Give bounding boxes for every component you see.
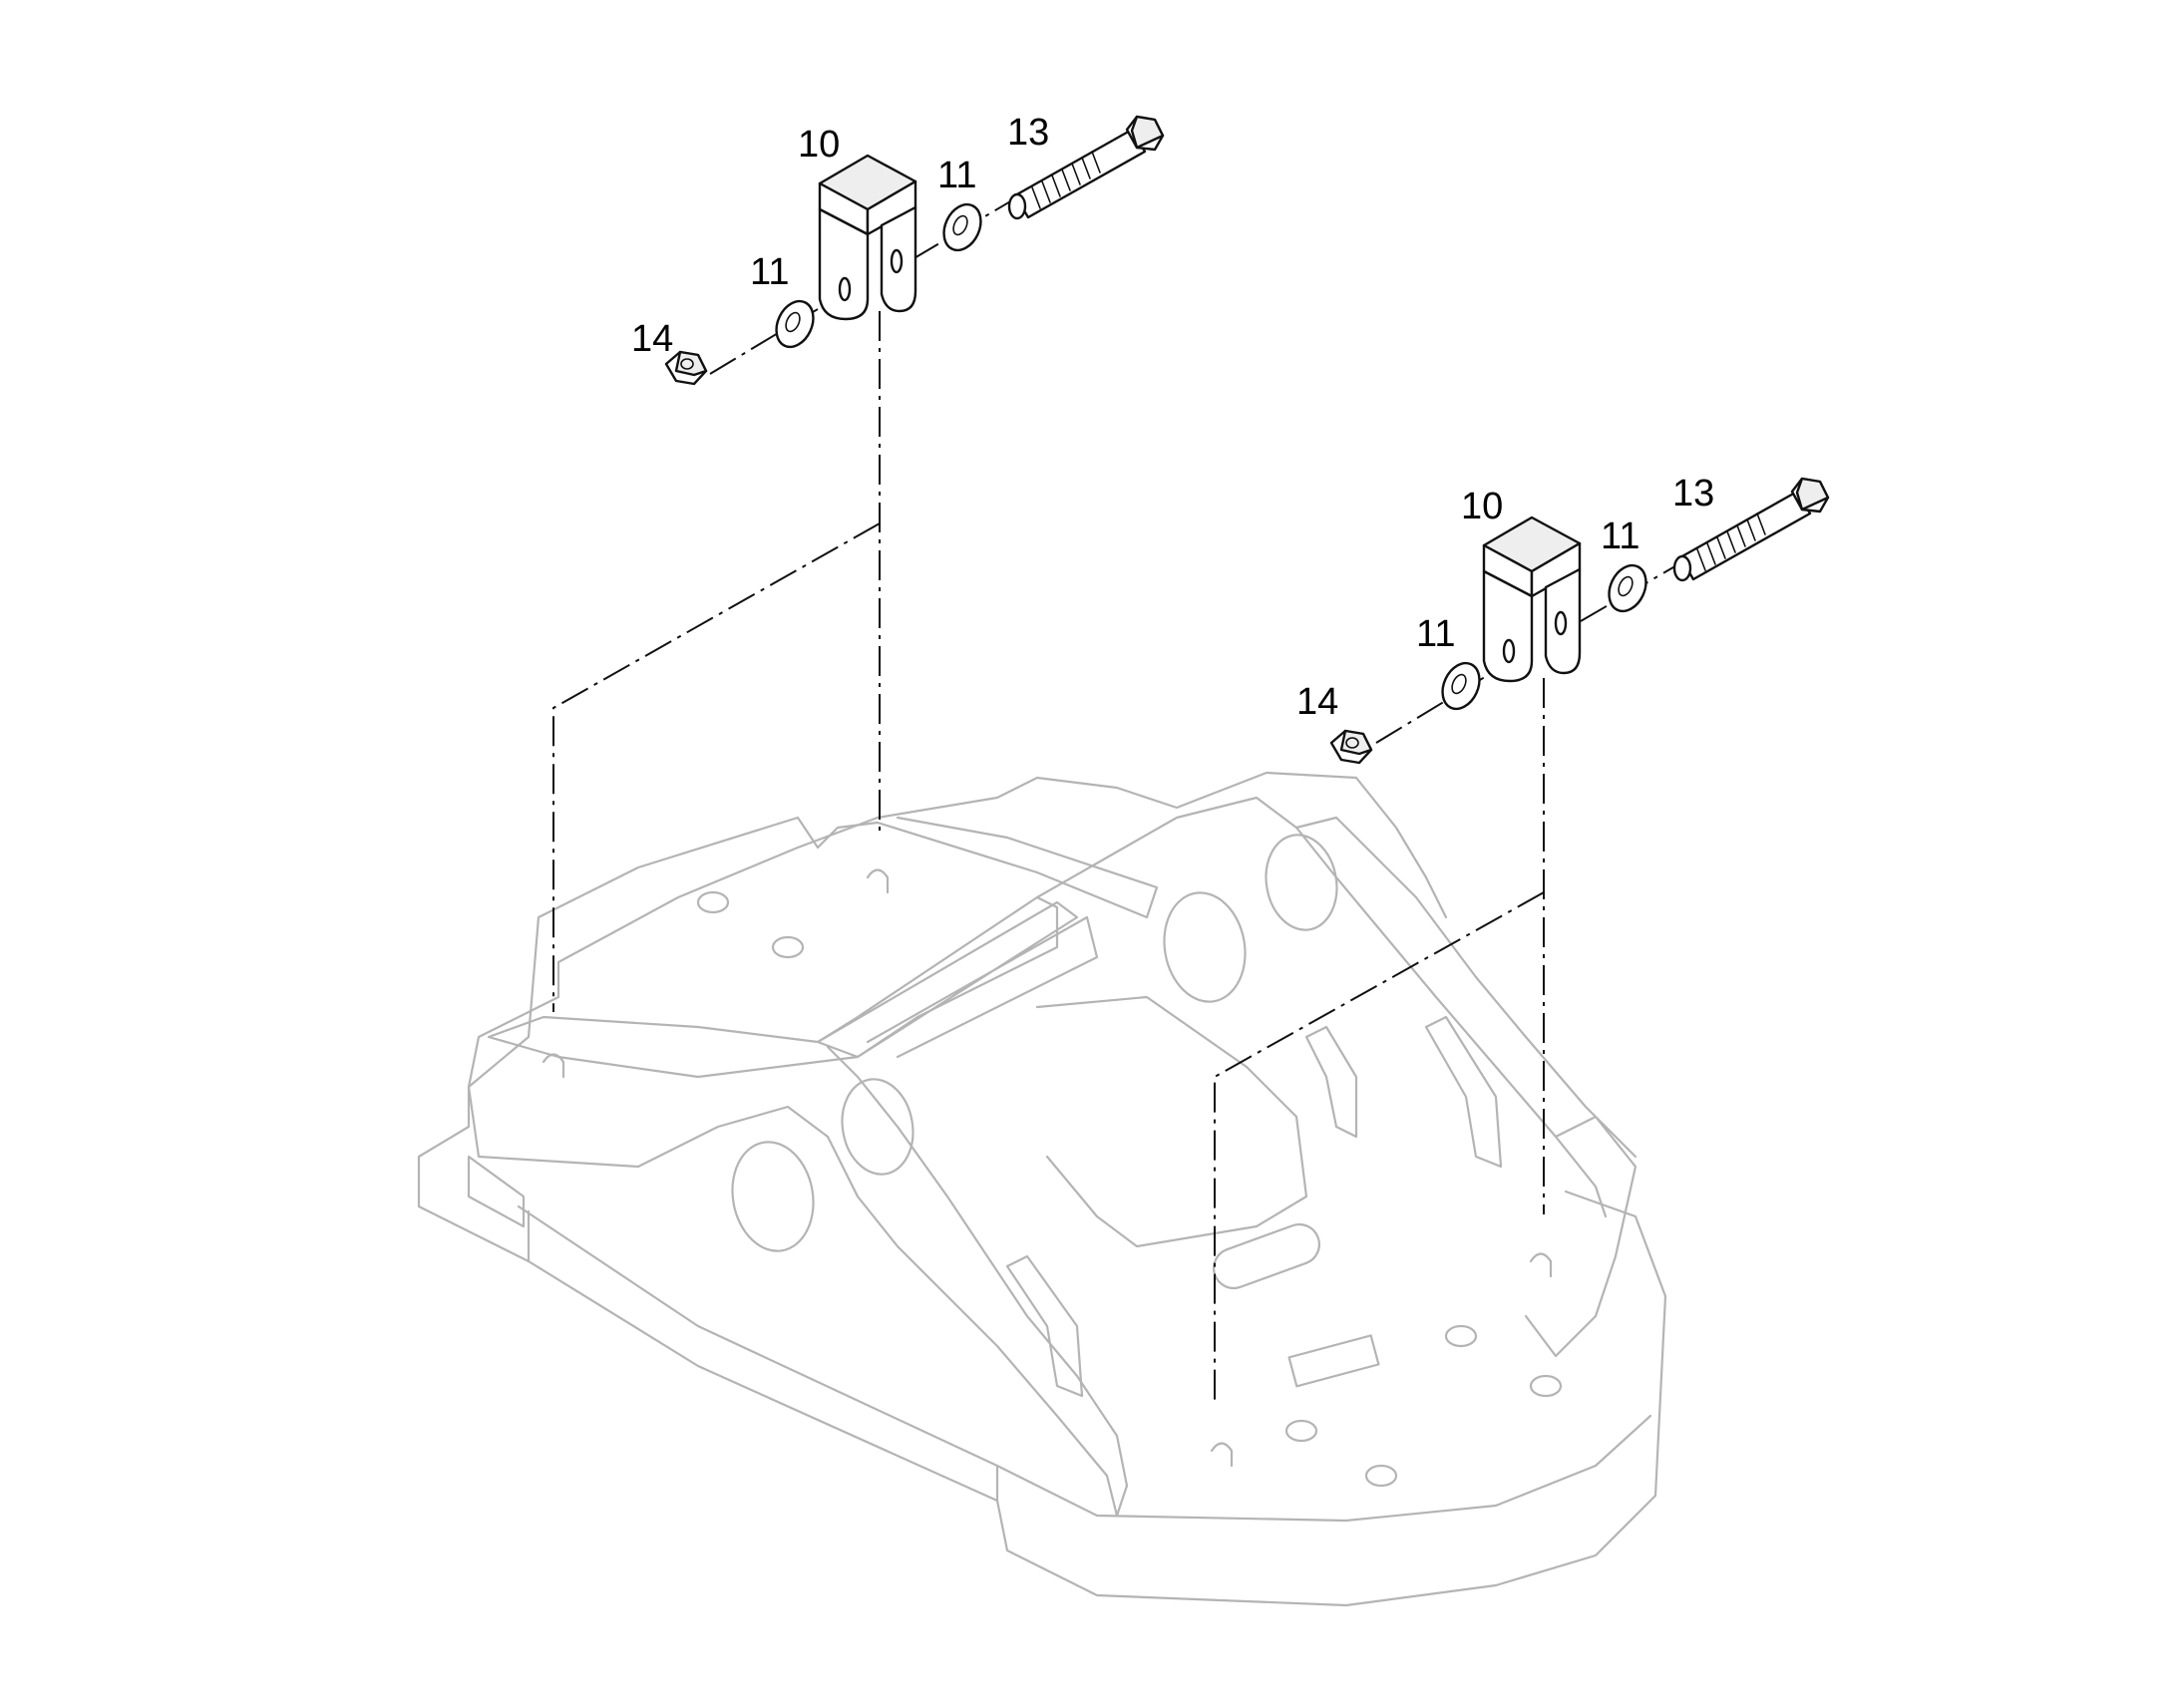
- callout-right-bolt: 13: [1672, 473, 1714, 514]
- frame-hole-6: [1364, 1464, 1398, 1488]
- frame-hole-4: [1529, 1374, 1563, 1398]
- frame-right-flange: [1524, 1115, 1637, 1358]
- right-hardware-group: [1329, 477, 1830, 765]
- frame-rear-rail: [816, 816, 1159, 919]
- frame-casting: [417, 771, 1667, 1607]
- frame-base-slab: [417, 816, 1667, 1607]
- leader-right-nut-axis: [1375, 662, 1509, 744]
- leader-left-diagonal: [552, 522, 881, 1012]
- frame-gusset-center: [1304, 1025, 1358, 1139]
- right-bracket: [1482, 515, 1582, 683]
- right-nut: [1329, 729, 1373, 765]
- frame-base-top-edge: [517, 1204, 1652, 1523]
- frame-left-foot: [467, 1155, 526, 1228]
- frame-hole-1: [696, 890, 730, 914]
- frame-left-rail: [487, 895, 1059, 1079]
- callout-right-bracket: 10: [1461, 486, 1503, 527]
- frame-tab-3: [1210, 1442, 1234, 1468]
- callout-right-washer-outer: 11: [1601, 515, 1639, 557]
- frame-hole-3: [1444, 1324, 1478, 1348]
- frame-tab-4: [1529, 1252, 1553, 1278]
- frame-upper-deck: [467, 771, 1448, 1089]
- frame-right-lug: [1035, 796, 1637, 1218]
- frame-inner-web: [1035, 995, 1308, 1248]
- frame-tab-2: [542, 1053, 565, 1079]
- frame-hole-2: [771, 935, 805, 959]
- frame-center-beam: [816, 900, 1099, 1059]
- callout-labels: 10 11 13 11 14 10 11 13 11 14: [631, 112, 1714, 723]
- assembly-center-lines: [552, 196, 1686, 1406]
- right-bolt: [1672, 477, 1830, 582]
- callout-left-bracket: 10: [798, 124, 840, 166]
- frame-gusset-right: [1424, 1015, 1503, 1169]
- left-nut: [664, 350, 708, 386]
- frame-tab-1: [866, 868, 890, 894]
- callout-left-nut: 14: [631, 318, 673, 360]
- frame-left-lug-hole-a: [731, 1141, 815, 1252]
- frame-gusset-left: [1005, 1254, 1084, 1398]
- left-washer-outer: [942, 202, 982, 252]
- frame-right-lug-hole-a: [1163, 891, 1247, 1003]
- leader-right-diagonal: [1214, 891, 1545, 1406]
- frame-name-plate: [1287, 1334, 1380, 1388]
- callout-right-washer-inner: 11: [1416, 613, 1455, 655]
- frame-right-lug-hole-b: [1265, 834, 1338, 931]
- callout-left-bolt: 13: [1007, 112, 1049, 154]
- callout-right-nut: 14: [1296, 681, 1338, 723]
- left-washer-inner: [775, 299, 815, 349]
- callout-left-washer-inner: 11: [750, 251, 789, 293]
- frame-left-lug: [467, 1045, 1129, 1518]
- left-hardware-group: [664, 115, 1165, 386]
- right-washer-inner: [1441, 661, 1481, 711]
- left-bolt: [1007, 115, 1165, 220]
- frame-center-slot: [1213, 1222, 1320, 1290]
- callout-left-washer-outer: 11: [937, 155, 976, 196]
- left-bracket: [818, 154, 917, 321]
- frame-hole-5: [1284, 1419, 1318, 1443]
- right-washer-outer: [1608, 563, 1647, 613]
- frame-left-lug-hole-b: [841, 1078, 914, 1176]
